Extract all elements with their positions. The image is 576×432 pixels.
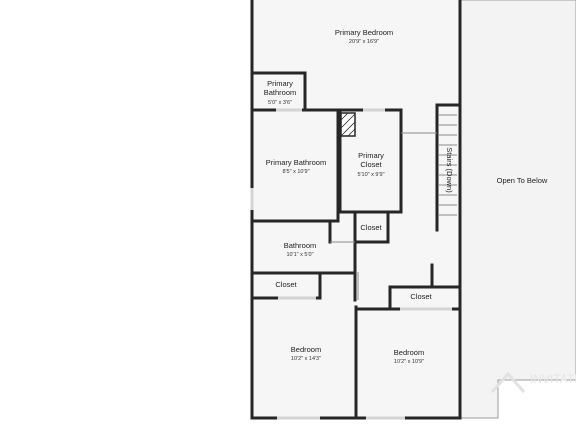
open-to-below-label: Open To Below: [497, 176, 548, 185]
stair-treads: [439, 114, 457, 216]
right-closet-label: Closet: [410, 292, 432, 301]
primary-closet-label-1: Primary: [358, 151, 384, 160]
brand-watermark: INVITATION: [530, 372, 576, 386]
primary-closet-dims: 5'10" x 9'9": [357, 172, 384, 178]
primary-bathroom-small-label-1: Primary: [267, 79, 293, 88]
bedroom-left-label: Bedroom: [291, 345, 321, 354]
door-openings: [250, 108, 452, 420]
duct-chase: [340, 112, 356, 137]
primary-bathroom-dims: 8'5" x 10'9": [282, 169, 309, 175]
bedroom-left-dims: 10'2" x 14'3": [291, 356, 321, 362]
bedroom-right-label: Bedroom: [394, 348, 424, 357]
primary-closet-label-2: Closet: [360, 160, 382, 169]
bathroom-label: Bathroom: [284, 241, 317, 250]
primary-bedroom-dims: 20'9" x 16'9": [349, 39, 379, 45]
bathroom-dims: 10'1" x 5'0": [286, 252, 313, 258]
hall-closet-label: Closet: [360, 223, 382, 232]
brand-logo-icon: [490, 371, 526, 393]
fixtures: [330, 132, 437, 300]
primary-bedroom-label: Primary Bedroom: [335, 28, 393, 37]
left-closet-label: Closet: [275, 280, 297, 289]
primary-bathroom-label: Primary Bathroom: [266, 158, 326, 167]
open-to-below-area: [459, 0, 576, 419]
primary-bathroom-small-dims: 5'0" x 3'6": [268, 100, 292, 106]
bedroom-right-dims: 10'2" x 10'9": [394, 359, 424, 365]
stairs-label: Stairs (Down): [445, 147, 454, 193]
primary-bathroom-small-label-2: Bathroom: [264, 88, 297, 97]
